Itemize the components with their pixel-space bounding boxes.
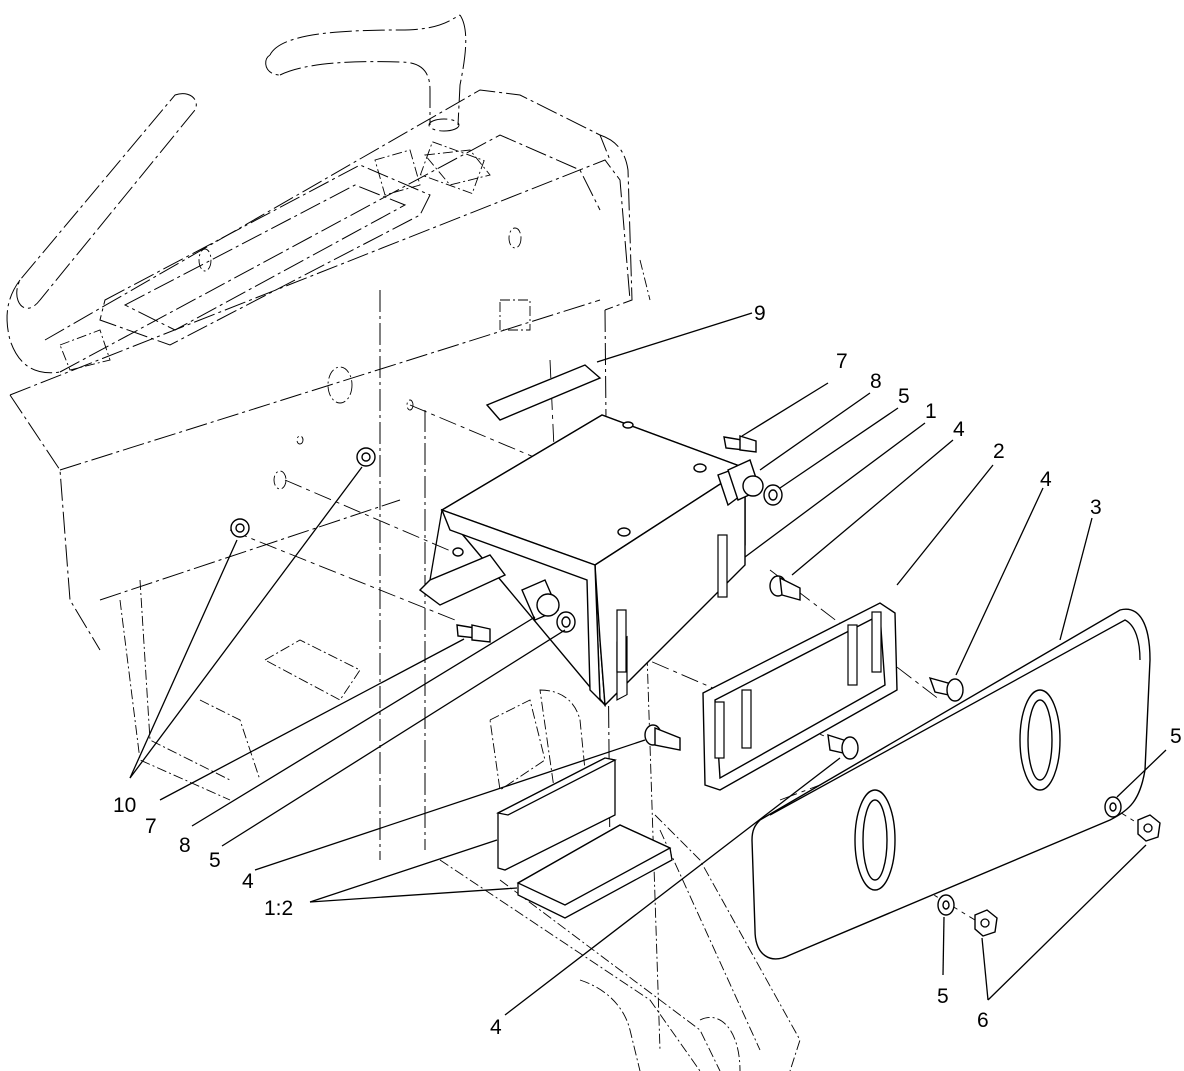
knob-8-left xyxy=(521,579,560,621)
washer-5-right xyxy=(1104,796,1122,818)
callout-4-mid-left: 4 xyxy=(242,870,254,893)
nut-10-a xyxy=(356,447,376,467)
callout-5-left: 5 xyxy=(209,849,221,872)
washer-5-bottom xyxy=(937,894,955,916)
callout-2: 2 xyxy=(993,440,1005,463)
callout-4-top-right: 4 xyxy=(1040,468,1052,491)
nut-6-a xyxy=(1137,814,1161,842)
callout-3: 3 xyxy=(1090,496,1102,519)
rubber-blocks-part-1-2 xyxy=(496,757,673,919)
callout-8-left: 8 xyxy=(179,834,191,857)
clamp-plate-part-2 xyxy=(702,602,898,791)
callout-4-bottom: 4 xyxy=(490,1016,502,1039)
bumper-part-3 xyxy=(751,608,1151,960)
callout-4-top-left: 4 xyxy=(953,418,965,441)
callout-7-left: 7 xyxy=(145,815,157,838)
bolt-4-c xyxy=(644,724,681,751)
callout-1: 1 xyxy=(925,400,937,423)
bolt-4-d xyxy=(827,733,859,760)
leader-lines xyxy=(129,312,1167,1016)
washer-5-top xyxy=(763,484,783,506)
callout-9: 9 xyxy=(754,302,766,325)
hardware xyxy=(230,435,1161,937)
bolt-4-b xyxy=(928,676,964,702)
callout-labels: 9 7 8 5 1 4 2 4 3 5 5 6 10 7 8 5 4 1:2 4 xyxy=(113,302,1182,1039)
bolt-7-left xyxy=(456,624,491,643)
bolt-7-top xyxy=(723,435,757,453)
nut-6-b xyxy=(974,909,998,937)
callout-6: 6 xyxy=(977,1009,989,1032)
callout-1-2: 1:2 xyxy=(264,897,293,920)
callout-7-top: 7 xyxy=(836,350,848,373)
decal-part-9 xyxy=(485,364,602,421)
knob-8-top xyxy=(727,459,764,501)
callout-5-bottom: 5 xyxy=(937,985,949,1008)
callout-5-top: 5 xyxy=(898,385,910,408)
nut-10-b xyxy=(230,518,250,538)
callout-10: 10 xyxy=(113,794,136,817)
bolt-4-a xyxy=(769,575,801,601)
callout-8-top: 8 xyxy=(870,370,882,393)
machine-frame-phantom xyxy=(6,14,801,1071)
washer-5-left xyxy=(556,611,576,633)
callout-5-right: 5 xyxy=(1170,725,1182,748)
mount-bracket-part-1 xyxy=(418,414,749,708)
